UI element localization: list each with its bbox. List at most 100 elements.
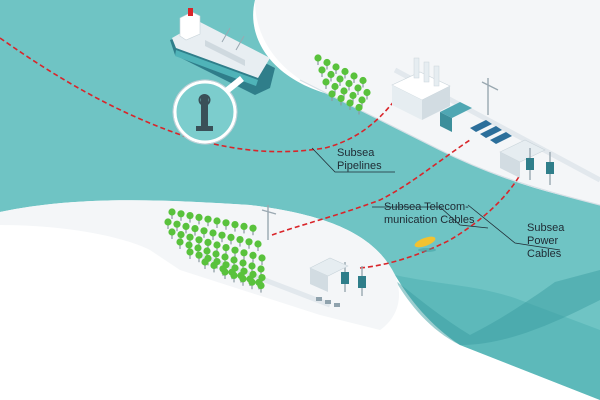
tree-trunk <box>361 103 363 107</box>
tree-icon <box>194 244 202 252</box>
tree-trunk <box>242 281 244 286</box>
tree-trunk <box>179 245 181 249</box>
ship-container-row <box>205 40 245 66</box>
tree-icon <box>227 233 235 241</box>
telecom-label: Subsea Telecom- munication Cables <box>384 201 475 226</box>
tree-icon <box>249 251 257 259</box>
tree-trunk <box>366 95 368 100</box>
vehicle-body <box>414 236 436 248</box>
right-trees <box>314 54 371 115</box>
left-land-mass <box>0 200 400 330</box>
tree-trunk <box>225 250 227 255</box>
parked-car <box>325 300 331 304</box>
pipelines-label: Subsea Pipelines <box>337 147 382 172</box>
left-trees <box>164 208 266 293</box>
vehicle-shadow <box>418 248 436 252</box>
tree-trunk <box>325 85 327 89</box>
tree-trunk <box>357 91 359 95</box>
solar-panel <box>490 132 512 144</box>
tree-trunk <box>261 261 263 265</box>
tree-icon <box>328 90 336 98</box>
tree-icon <box>168 208 176 216</box>
power-cable <box>359 174 521 269</box>
tree-trunk <box>204 265 206 269</box>
crane-icon <box>481 78 551 185</box>
tree-icon <box>240 222 248 230</box>
tree-trunk <box>358 110 360 115</box>
tree-trunk <box>349 106 351 110</box>
tree-icon <box>212 250 220 258</box>
telecom-cable <box>271 139 471 236</box>
tree-trunk <box>212 236 214 240</box>
tree-trunk <box>198 220 200 225</box>
tree-trunk <box>221 238 223 243</box>
pipe-riser <box>201 95 208 127</box>
ship-icon <box>170 8 275 95</box>
tree-trunk <box>180 216 182 221</box>
tree-icon <box>230 271 238 279</box>
tree-icon <box>182 222 190 230</box>
tree-icon <box>239 275 247 283</box>
tree-trunk <box>167 225 169 229</box>
tree-icon <box>239 259 247 267</box>
tree-trunk <box>331 97 333 101</box>
left-road <box>199 252 331 308</box>
telecom-leader <box>372 206 489 229</box>
tree-trunk <box>203 233 205 238</box>
tree-icon <box>230 256 238 264</box>
tree-trunk <box>194 231 196 236</box>
tree-icon <box>258 254 266 262</box>
ship-funnel <box>188 8 193 16</box>
tree-icon <box>355 103 363 112</box>
tree-icon <box>318 66 326 74</box>
magnifier-handle <box>225 76 244 93</box>
tree-icon <box>222 244 230 252</box>
transformer-icon <box>546 162 554 174</box>
tree-icon <box>173 220 181 228</box>
tree-icon <box>331 82 339 91</box>
tree-icon <box>345 79 353 88</box>
tree-icon <box>186 248 194 256</box>
tree-icon <box>350 72 358 80</box>
tree-icon <box>257 265 265 273</box>
tree-icon <box>195 213 203 221</box>
tree-trunk <box>353 79 355 83</box>
tree-icon <box>177 210 185 218</box>
tree-icon <box>358 96 366 104</box>
pipe-valve <box>198 94 211 106</box>
factory-chimney-3 <box>433 65 440 87</box>
factory-chimney-1 <box>413 57 420 79</box>
tree-trunk <box>224 275 226 279</box>
tree-icon <box>168 228 176 236</box>
tree-icon <box>200 227 208 235</box>
tree-trunk <box>171 235 173 239</box>
tree-icon <box>340 87 348 95</box>
factory-front <box>392 85 422 120</box>
factory-annex-front <box>440 112 452 132</box>
tree-trunk <box>248 244 250 249</box>
tree-icon <box>213 241 221 249</box>
tree-trunk <box>198 258 200 263</box>
tree-icon <box>363 88 371 97</box>
tree-icon <box>248 262 256 270</box>
tree-trunk <box>234 227 236 232</box>
tree-icon <box>354 84 362 92</box>
tree-trunk <box>225 225 227 230</box>
tree-icon <box>248 278 256 286</box>
factory-chimney-2 <box>423 61 430 83</box>
transformer-icon <box>358 276 366 288</box>
tree-icon <box>231 221 239 229</box>
tree-icon <box>209 229 217 237</box>
tree-trunk <box>348 86 350 91</box>
tree-icon <box>257 282 265 290</box>
tree-icon <box>245 238 253 246</box>
tree-trunk <box>340 101 342 106</box>
tree-trunk <box>207 222 209 227</box>
left-substation-front <box>310 268 328 292</box>
tree-trunk <box>344 74 346 79</box>
tree-icon <box>195 236 203 244</box>
cables <box>0 37 521 269</box>
tree-trunk <box>189 218 191 223</box>
tree-trunk <box>251 285 253 290</box>
tree-icon <box>249 224 257 232</box>
